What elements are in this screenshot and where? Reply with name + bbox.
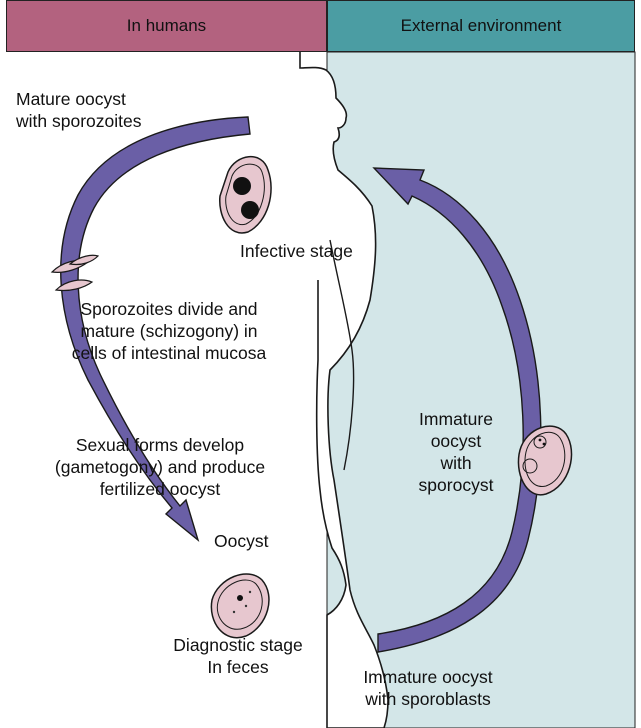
immature-sporocyst-label: Immature oocyst with sporocyst xyxy=(406,408,506,496)
mature-oocyst-label: Mature oocyst with sporozoites xyxy=(16,88,141,132)
diagnostic-oocyst-icon xyxy=(211,574,269,638)
humans-header: In humans xyxy=(6,0,327,52)
environment-header: External environment xyxy=(327,0,635,52)
humans-header-label: In humans xyxy=(127,16,206,36)
environment-header-label: External environment xyxy=(401,16,562,36)
immature-sporoblasts-label: Immature oocyst with sporoblasts xyxy=(338,666,518,710)
sporozoites-label: Sporozoites divide and mature (schizogon… xyxy=(4,298,334,364)
sexual-forms-label: Sexual forms develop (gametogony) and pr… xyxy=(0,434,320,500)
infective-stage-label: Infective stage xyxy=(240,240,353,262)
diagnostic-stage-label: Diagnostic stage In feces xyxy=(148,634,328,678)
environment-background xyxy=(327,52,635,728)
mature-oocyst-icon xyxy=(220,157,271,233)
oocyst-label: Oocyst xyxy=(214,530,268,552)
